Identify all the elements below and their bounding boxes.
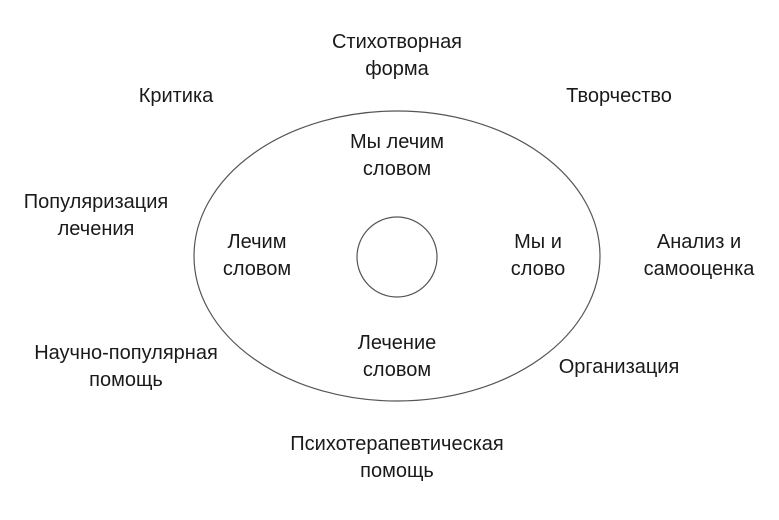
inner-label-we-heal-by-word: Мы лечим словом xyxy=(349,131,445,180)
outer-ellipse xyxy=(193,110,601,402)
label-analysis: Анализ и самооценка xyxy=(643,231,755,280)
inner-label-healing-by-word: Лечение словом xyxy=(357,332,437,381)
label-creativity: Творчество xyxy=(566,85,672,107)
label-criticism: Критика xyxy=(138,85,214,107)
label-popular-science-help: Научно-популярная помощь xyxy=(34,342,218,391)
inner-circle xyxy=(356,216,438,298)
inner-label-we-and-word: Мы и слово xyxy=(510,231,566,280)
inner-label-heal-by-word: Лечим словом xyxy=(222,231,292,280)
label-organization: Организация xyxy=(558,356,680,378)
label-verse-form: Стихотворная форма xyxy=(331,31,463,80)
label-psychotherapeutic-help: Психотерапевтическая помощь xyxy=(290,433,504,482)
label-popularization: Популяризация лечения xyxy=(23,191,169,240)
